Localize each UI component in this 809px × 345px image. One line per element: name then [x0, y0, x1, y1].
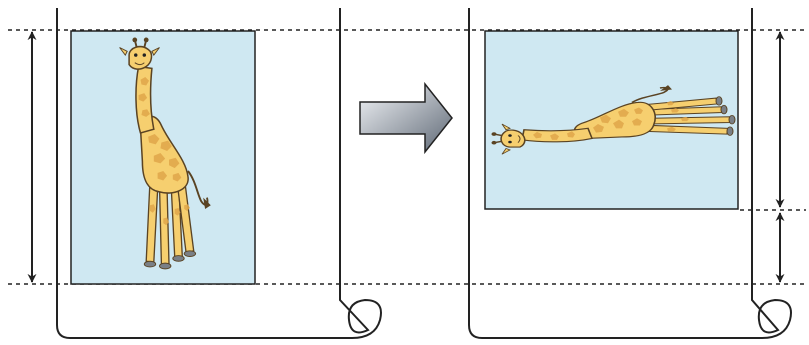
right-arrow-icon	[360, 84, 452, 152]
left-panel	[32, 8, 381, 338]
right-panel	[469, 8, 791, 338]
